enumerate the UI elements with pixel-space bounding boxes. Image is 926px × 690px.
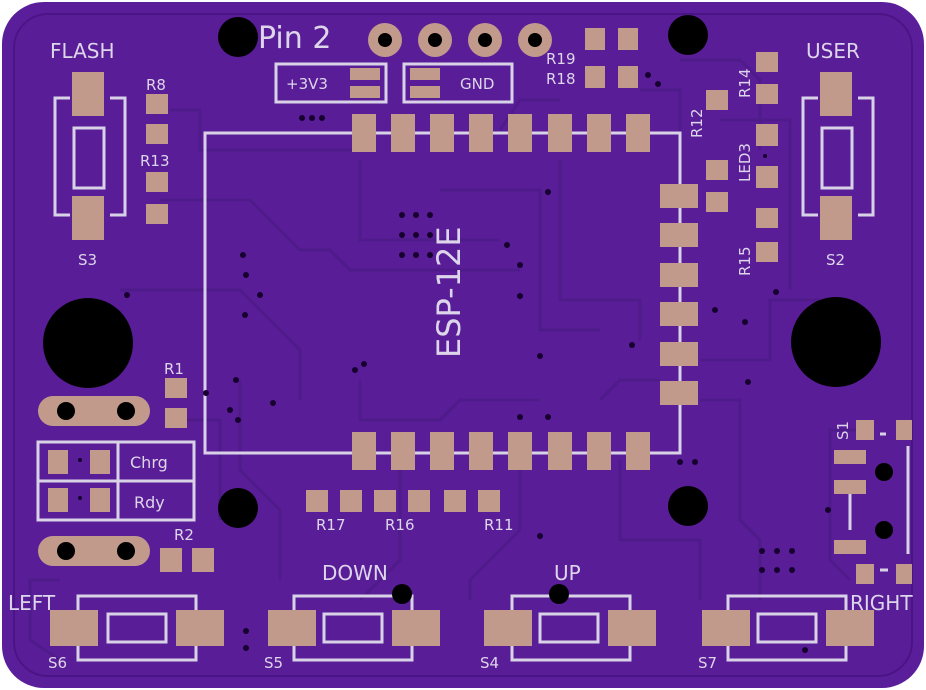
battery-connector (38, 396, 150, 566)
r8-label: R8 (146, 76, 166, 94)
mounting-hole (218, 17, 258, 57)
esp-top-pads (352, 114, 650, 152)
esp-bottom-pads (352, 432, 650, 470)
left-label: LEFT (8, 591, 56, 615)
v33-jumper-outline (274, 62, 388, 104)
user-label: USER (806, 39, 860, 63)
r18-label: R18 (546, 70, 576, 88)
s3-label: S3 (78, 251, 97, 269)
mounting-hole (668, 15, 708, 55)
rdy-label: Rdy (134, 493, 165, 512)
s5-label: S5 (264, 654, 283, 672)
gnd-jumper-outline (402, 62, 514, 104)
s7-label: S7 (698, 654, 717, 672)
s1-label: S1 (834, 421, 852, 440)
vias (78, 72, 831, 653)
r12-label: R12 (688, 108, 706, 138)
mounting-hole (218, 488, 258, 528)
r1-label: R1 (164, 360, 184, 378)
esp-right-pads (660, 184, 698, 405)
pin-header (368, 23, 552, 57)
flash-label: FLASH (50, 39, 115, 63)
chrg-label: Chrg (130, 453, 168, 472)
pin2-label: Pin 2 (258, 21, 331, 56)
r11-label: R11 (484, 516, 514, 534)
r13-label: R13 (140, 152, 170, 170)
gnd-label: GND (460, 75, 494, 93)
r14-label: R14 (736, 68, 754, 98)
esp12e-label: ESP-12E (430, 226, 468, 358)
s2-label: S2 (826, 251, 845, 269)
r17-label: R17 (316, 516, 346, 534)
mounting-hole (668, 486, 708, 526)
large-mounting-hole (43, 298, 133, 388)
r2-label: R2 (174, 526, 194, 544)
up-label: UP (554, 561, 581, 585)
led3-label: LED3 (736, 143, 754, 182)
s6-label: S6 (48, 654, 67, 672)
r16-label: R16 (385, 516, 415, 534)
v33-label: +3V3 (286, 75, 328, 93)
r19-label: R19 (546, 50, 576, 68)
s4-label: S4 (480, 654, 499, 672)
large-mounting-hole (791, 297, 881, 387)
down-label: DOWN (322, 561, 388, 585)
copper-traces (28, 58, 860, 662)
r15-label: R15 (736, 246, 754, 276)
